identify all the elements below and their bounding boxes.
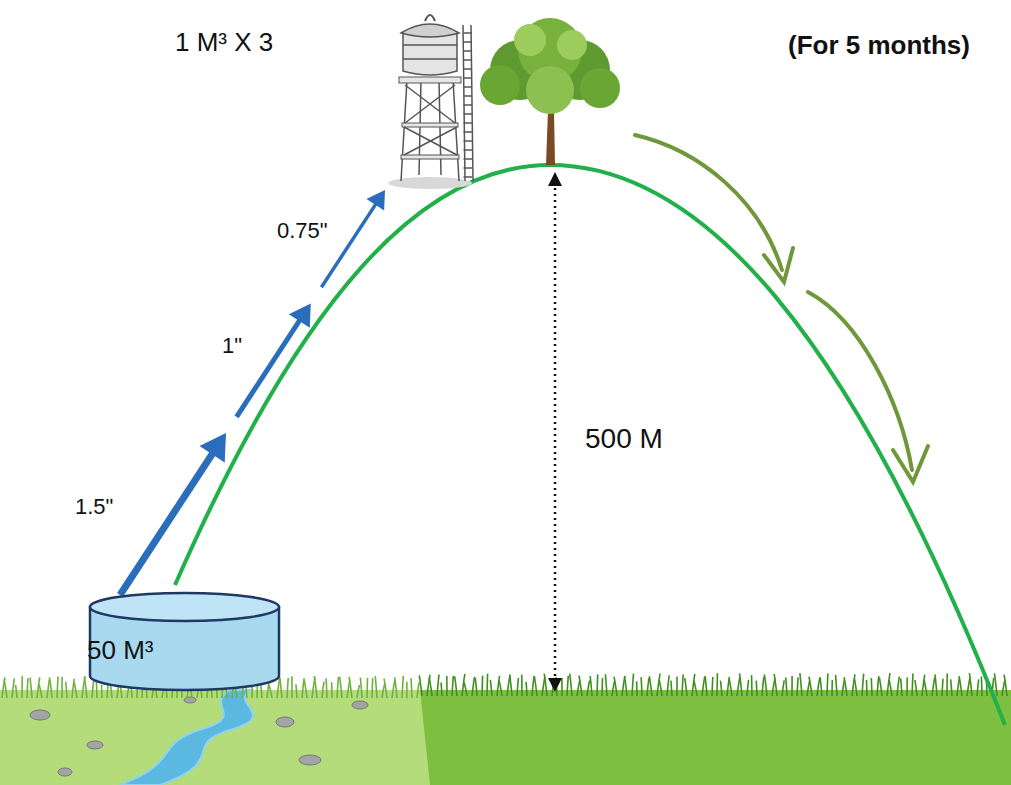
tower-shape: [385, 5, 475, 190]
tank-volume: 50 M³: [87, 635, 153, 666]
height-dimension-label: 500 M: [585, 423, 663, 455]
hill-outline: [175, 165, 1005, 725]
stones: [30, 697, 368, 776]
meadow: [0, 690, 430, 785]
height-dimension: [548, 172, 562, 692]
duration-note: (For 5 months): [788, 30, 970, 61]
pipe-size: 1": [222, 333, 242, 359]
stream: [120, 690, 253, 785]
pipe-size: 1.5": [75, 494, 113, 520]
tree: [480, 18, 620, 165]
grass-ground: [0, 690, 1011, 785]
tower-capacity: 1 M³ X 3: [175, 27, 273, 58]
storage-tank: 50 M³: [75, 590, 294, 692]
pipe-size: 0.75": [277, 218, 328, 244]
water-tower: 1 M³ X 3: [385, 5, 475, 190]
supply-pipe: [120, 190, 385, 595]
flow-arrows: [635, 135, 928, 482]
